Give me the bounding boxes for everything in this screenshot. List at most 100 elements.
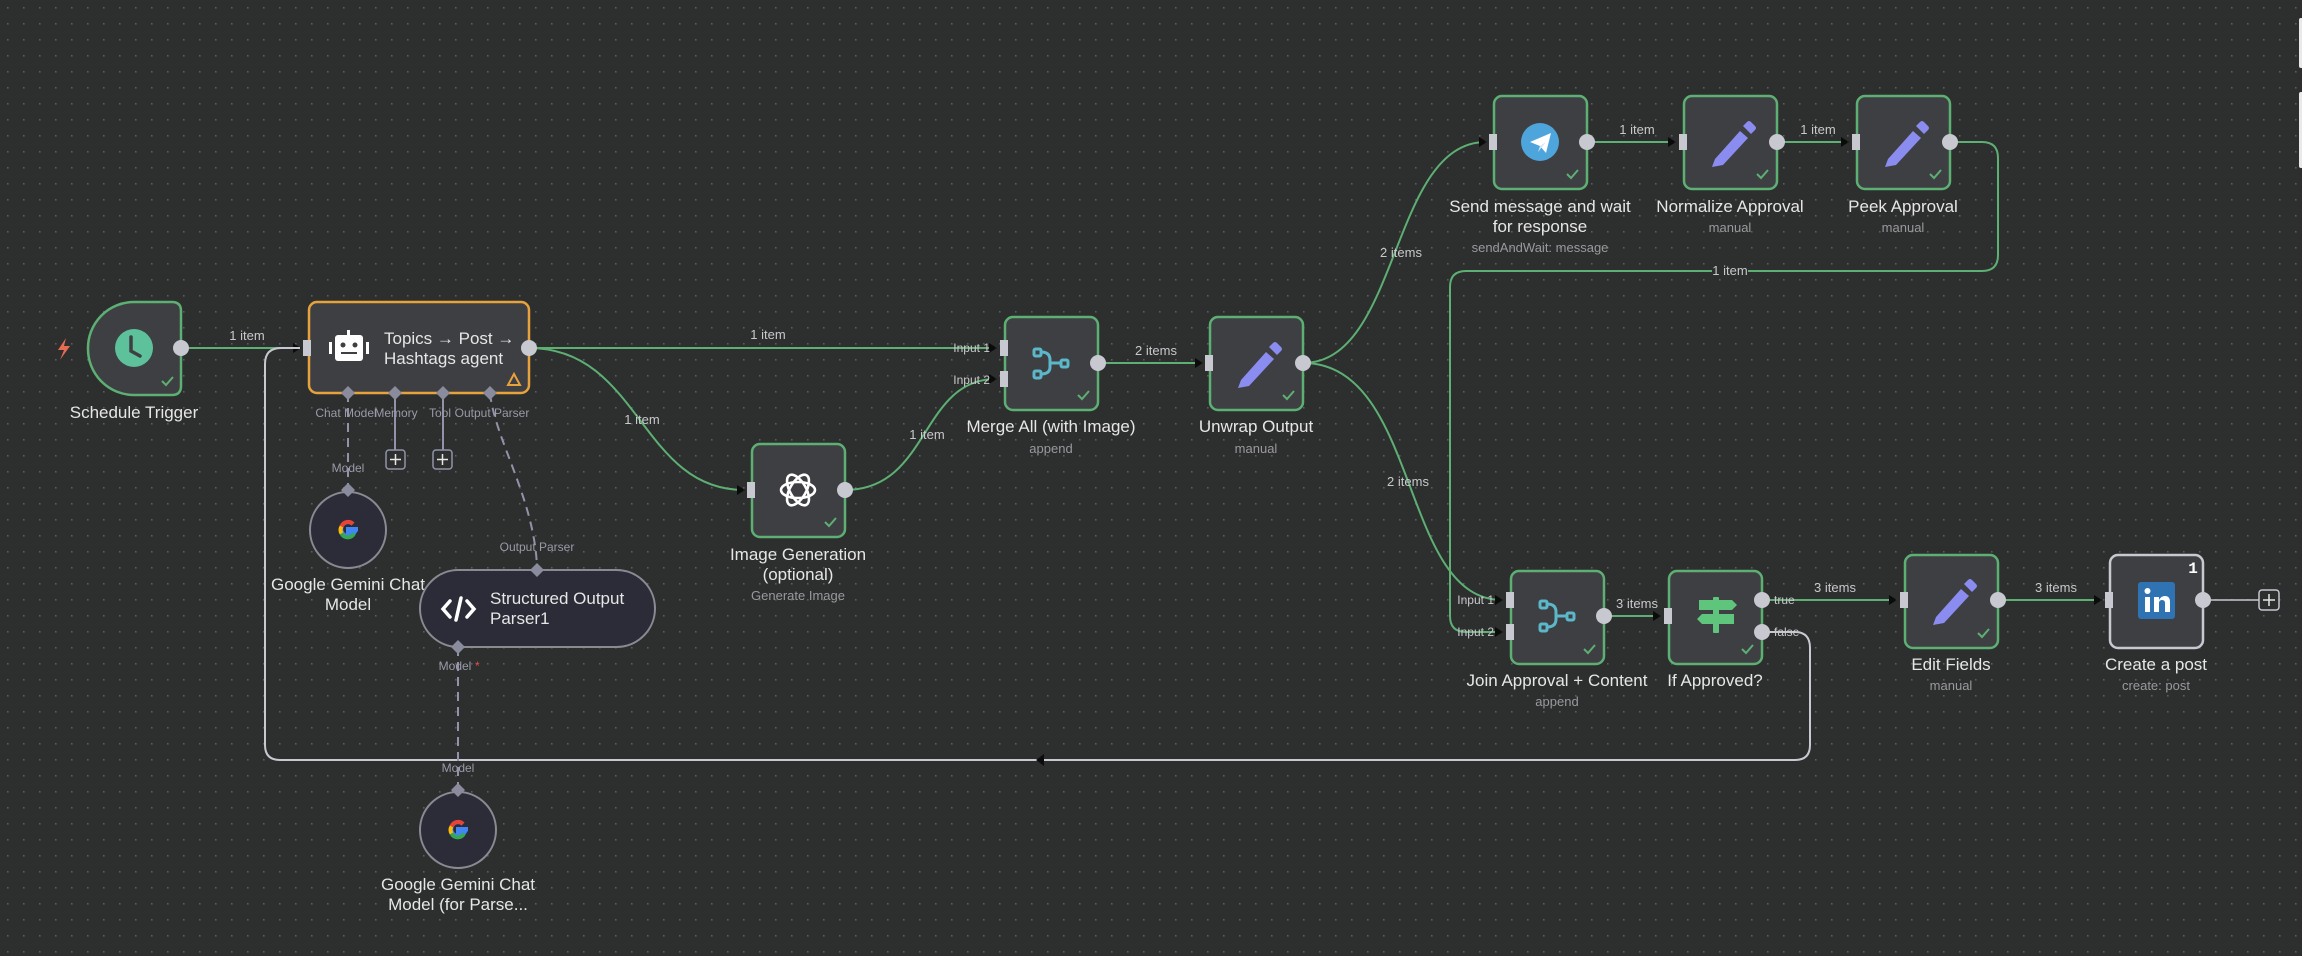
- node-title: If Approved?: [1667, 671, 1762, 690]
- port-model[interactable]: [341, 483, 355, 497]
- input-port-2[interactable]: [1000, 371, 1008, 387]
- node-structured-output-parser[interactable]: Output Parser Structured Output Parser1 …: [419, 540, 656, 673]
- code-icon: [440, 596, 477, 622]
- node-subtitle: manual: [1235, 441, 1278, 456]
- merge-icon: [1032, 347, 1070, 380]
- input-port[interactable]: [1664, 608, 1672, 624]
- node-gemini-parser-model[interactable]: Model Google Gemini Chat Model (for Pars…: [381, 761, 535, 914]
- edge-label: 3 items: [2035, 580, 2077, 595]
- edge-label: 1 item: [909, 427, 944, 442]
- port-model[interactable]: [451, 783, 465, 797]
- edges: 1 item 1 item 1 item 1 item 2 items 2 it…: [181, 122, 2259, 766]
- node-title-line1: Google Gemini Chat: [381, 875, 535, 894]
- plus-icon: [2263, 594, 2275, 606]
- port-output-parser[interactable]: [530, 563, 544, 577]
- success-check-icon: [1077, 390, 1090, 401]
- output-port[interactable]: [173, 340, 189, 356]
- port-model[interactable]: [451, 640, 465, 654]
- node-gemini-chat-model[interactable]: Model Google Gemini Chat Model: [271, 461, 425, 614]
- openai-icon: [779, 473, 817, 507]
- node-unwrap-output[interactable]: Unwrap Output manual: [1199, 315, 1314, 456]
- edge-label: 1 item: [1800, 122, 1835, 137]
- success-check-icon: [1929, 169, 1942, 180]
- output-port[interactable]: [1090, 355, 1106, 371]
- input-port[interactable]: [1852, 134, 1860, 150]
- success-check-icon: [1583, 644, 1596, 655]
- node-peek-approval[interactable]: Peek Approval manual: [1848, 94, 1958, 235]
- input-port[interactable]: [2105, 592, 2113, 608]
- success-check-icon: [1741, 644, 1754, 655]
- port-label-memory: Memory: [374, 406, 417, 420]
- output-port[interactable]: [1942, 134, 1958, 150]
- node-agent[interactable]: Topics → Post → Hashtags agent Chat Mode…: [303, 300, 537, 470]
- output-port[interactable]: [1769, 134, 1785, 150]
- node-subtitle: create: post: [2122, 678, 2190, 693]
- node-title-line2: Model (for Parse...: [388, 895, 528, 914]
- output-port[interactable]: [1579, 134, 1595, 150]
- port-label: Model: [442, 761, 475, 775]
- edge-label: 1 item: [624, 412, 659, 427]
- input-port[interactable]: [303, 340, 311, 356]
- input-port[interactable]: [747, 482, 755, 498]
- required-mark: *: [475, 659, 480, 673]
- node-image-generation[interactable]: Image Generation (optional) Generate Ima…: [730, 442, 866, 603]
- node-title-line2: for response: [1493, 217, 1588, 236]
- edge-unwrap-join[interactable]: [1302, 362, 1503, 605]
- output-port[interactable]: [2195, 592, 2211, 608]
- node-schedule-trigger[interactable]: Schedule Trigger: [58, 300, 199, 422]
- node-title: Merge All (with Image): [966, 417, 1135, 436]
- edge-label-bg: [1712, 262, 1748, 278]
- warning-icon[interactable]: [506, 371, 522, 386]
- edge-output-parser[interactable]: [489, 392, 538, 569]
- input-port[interactable]: [1205, 355, 1213, 371]
- input-port-1[interactable]: [1506, 592, 1514, 608]
- node-subtitle: append: [1535, 694, 1578, 709]
- output-port[interactable]: [1295, 355, 1311, 371]
- edge-label: 1 item: [1712, 263, 1747, 278]
- node-telegram-send-wait[interactable]: Send message and wait for response sendA…: [1449, 94, 1631, 255]
- node-merge-all[interactable]: Input 1 Input 2 Merge All (with Image) a…: [953, 315, 1136, 456]
- port-memory[interactable]: [388, 386, 402, 400]
- edge-label: 3 items: [1814, 580, 1856, 595]
- output-port-false[interactable]: [1754, 624, 1770, 640]
- port-output-parser[interactable]: [483, 386, 497, 400]
- output-port-true[interactable]: [1754, 592, 1770, 608]
- input-port-2[interactable]: [1506, 624, 1514, 640]
- side-panel-tab[interactable]: [2299, 92, 2302, 168]
- node-edit-fields[interactable]: Edit Fields manual: [1900, 553, 2006, 693]
- edge-unwrap-telegram[interactable]: [1302, 137, 1487, 364]
- node-title-line2: Hashtags agent: [384, 349, 503, 368]
- node-title-line2: Parser1: [490, 609, 550, 628]
- add-memory-button[interactable]: [385, 449, 406, 470]
- edge-image-merge[interactable]: [844, 374, 997, 491]
- add-tool-button[interactable]: [432, 449, 453, 470]
- edge-label: 1 item: [750, 327, 785, 342]
- input-port[interactable]: [1489, 134, 1497, 150]
- add-node-button[interactable]: [2258, 589, 2280, 611]
- port-tool[interactable]: [436, 386, 450, 400]
- output-port[interactable]: [1596, 608, 1612, 624]
- side-panel-tab[interactable]: [2299, 18, 2302, 68]
- node-create-post[interactable]: 1 Create a post create: post: [2105, 553, 2211, 693]
- edge-label: 1 item: [229, 328, 264, 343]
- output-port[interactable]: [1990, 592, 2006, 608]
- edge-agent-image[interactable]: [528, 347, 745, 495]
- node-join-approval-content[interactable]: Input 1 Input 2 Join Approval + Content …: [1457, 569, 1648, 709]
- port-chat-model[interactable]: [341, 386, 355, 400]
- output-port[interactable]: [521, 340, 537, 356]
- node-normalize-approval[interactable]: Normalize Approval manual: [1656, 94, 1804, 235]
- edge-label: 1 item: [1619, 122, 1654, 137]
- port-label: Model: [332, 461, 365, 475]
- input-port[interactable]: [1679, 134, 1687, 150]
- output-port[interactable]: [837, 482, 853, 498]
- edge-label: 2 items: [1380, 245, 1422, 260]
- input-label-2: Input 2: [953, 373, 990, 387]
- success-check-icon: [1977, 628, 1990, 639]
- node-subtitle: manual: [1930, 678, 1973, 693]
- input-port[interactable]: [1900, 592, 1908, 608]
- input-port-1[interactable]: [1000, 340, 1008, 356]
- node-title: Normalize Approval: [1656, 197, 1803, 216]
- node-title-line2: Model: [325, 595, 371, 614]
- node-if-approved[interactable]: true false If Approved?: [1664, 569, 1800, 690]
